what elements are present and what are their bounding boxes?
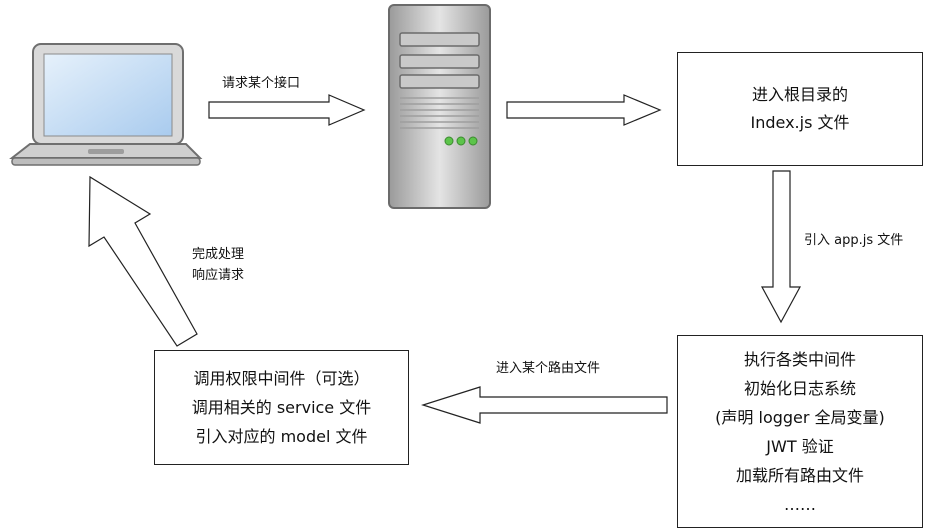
arrow-client-to-server — [208, 94, 366, 126]
index-box-line-1: 进入根目录的 — [751, 85, 848, 104]
server-icon — [388, 4, 491, 209]
arrow-server-to-index — [506, 94, 662, 126]
route-box-line-2: 调用相关的 service 文件 — [191, 398, 372, 417]
done-label: 完成处理 响应请求 — [192, 244, 244, 286]
index-box-line-2: Index.js 文件 — [750, 113, 850, 132]
import-app-label-text: 引入 app.js 文件 — [804, 233, 904, 248]
import-app-label: 引入 app.js 文件 — [804, 230, 903, 251]
enter-route-label: 进入某个路由文件 — [496, 358, 600, 379]
app-box-line-6: …… — [784, 494, 816, 514]
route-box-line-1: 调用权限中间件（可选） — [193, 369, 370, 388]
arrow-app-to-route — [421, 386, 668, 424]
index-box: 进入根目录的 Index.js 文件 — [677, 52, 923, 166]
app-box-line-1: 执行各类中间件 — [743, 349, 856, 369]
arrow-index-to-app — [760, 170, 802, 324]
app-box-line-5: 加载所有路由文件 — [735, 465, 864, 485]
laptop-icon — [9, 43, 203, 166]
request-label-text: 请求某个接口 — [222, 76, 301, 91]
app-box: 执行各类中间件 初始化日志系统 (声明 logger 全局变量) JWT 验证 … — [677, 335, 923, 528]
app-box-line-4: JWT 验证 — [766, 436, 834, 456]
app-box-line-3: (声明 logger 全局变量) — [715, 407, 885, 427]
arrow-route-to-client — [88, 175, 198, 347]
enter-route-label-text: 进入某个路由文件 — [496, 361, 601, 376]
route-box: 调用权限中间件（可选） 调用相关的 service 文件 引入对应的 model… — [154, 350, 409, 465]
app-box-line-2: 初始化日志系统 — [743, 378, 856, 398]
done-label-line-1: 完成处理 — [192, 247, 245, 262]
route-box-line-3: 引入对应的 model 文件 — [195, 427, 368, 446]
done-label-line-2: 响应请求 — [192, 268, 245, 283]
request-label: 请求某个接口 — [222, 73, 300, 94]
